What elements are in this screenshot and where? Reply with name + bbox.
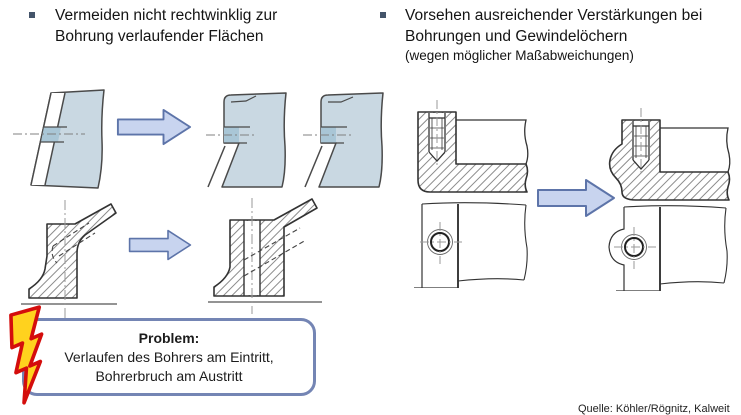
diagram-reinforced-thread-good xyxy=(608,108,731,201)
bullet-right: Vorsehen ausreichender Verstärkungen bei… xyxy=(405,5,737,65)
problem-line-2: Bohrerbruch am Austritt xyxy=(95,367,243,384)
problem-title: Problem: xyxy=(138,329,200,346)
bullet-right-note: (wegen möglicher Maßabweichungen) xyxy=(405,48,634,63)
diagram-slanted-surface-bad xyxy=(13,89,105,189)
diagram-straight-bore-good xyxy=(208,198,322,314)
bullet-right-label: Vorsehen ausreichender Verstärkungen bei… xyxy=(405,7,703,45)
transform-arrow-icon xyxy=(116,108,192,146)
diagram-perpendicular-face-good-1 xyxy=(206,92,287,188)
source-citation: Quelle: Köhler/Rögnitz, Kalweit xyxy=(578,403,730,415)
diagram-perpendicular-face-good-2 xyxy=(303,92,384,188)
diagram-thin-wall-thread-bad xyxy=(417,100,529,193)
bullet-square-icon xyxy=(380,12,386,18)
bullet-left-label: Vermeiden nicht rechtwinklig zur Bohrung… xyxy=(55,7,278,45)
transform-arrow-icon xyxy=(128,229,192,261)
diagram-hole-near-edge-bad xyxy=(414,202,528,288)
diagram-hole-with-boss-good xyxy=(608,205,728,291)
problem-callout-box: Problem: Verlaufen des Bohrers am Eintri… xyxy=(22,318,316,396)
diagram-drill-slope-bad xyxy=(21,200,117,318)
problem-line-1: Verlaufen des Bohrers am Eintritt, xyxy=(64,348,274,365)
lightning-bolt-icon xyxy=(9,305,44,405)
transform-arrow-icon xyxy=(537,179,615,217)
bullet-square-icon xyxy=(29,12,35,18)
